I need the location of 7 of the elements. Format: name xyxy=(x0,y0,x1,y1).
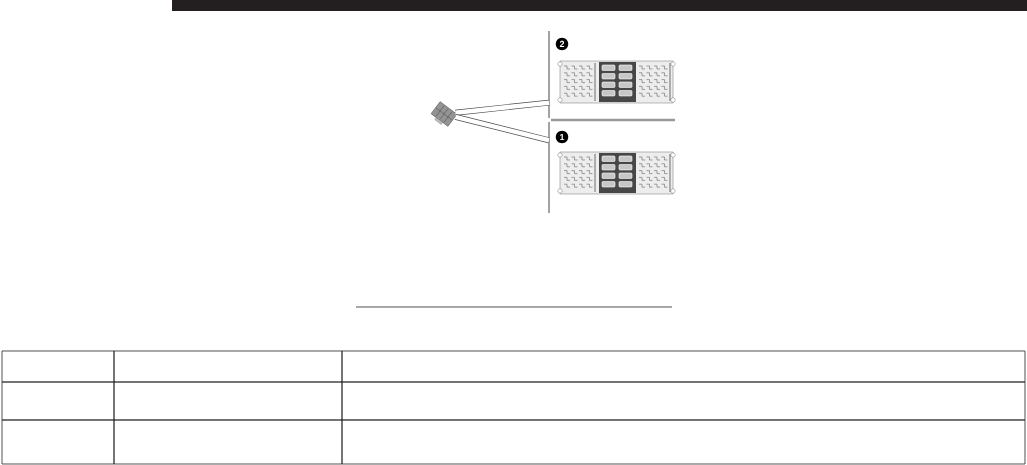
cable-connector xyxy=(430,101,458,127)
cable xyxy=(454,114,550,144)
disk-enclosure xyxy=(548,121,676,214)
cable xyxy=(455,99,550,116)
callout-number: 1 xyxy=(555,130,569,144)
disk-enclosure xyxy=(548,30,676,119)
callout-number: 2 xyxy=(555,37,569,51)
